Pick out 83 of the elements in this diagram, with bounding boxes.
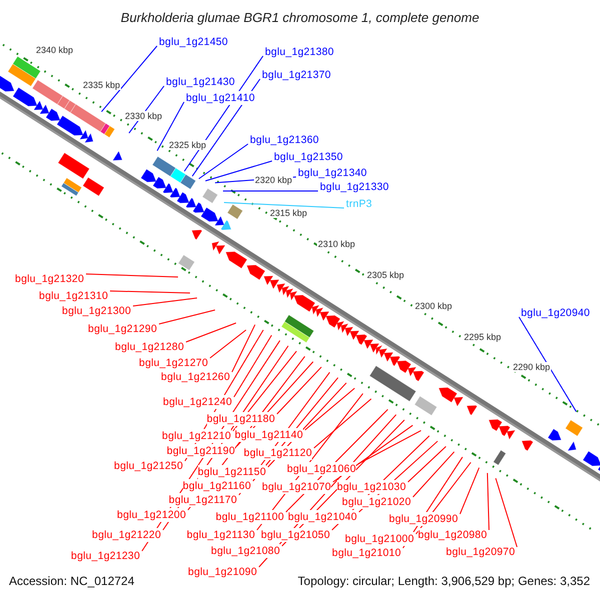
gene-label: bglu_1g21200 <box>117 508 186 522</box>
leader-line <box>232 324 256 372</box>
genome-info-text: Topology: circular; Length: 3,906,529 bp; Genes: 3,352 <box>298 573 590 589</box>
position-label: 2295 kbp <box>463 332 502 342</box>
gene-label: bglu_1g21030 <box>337 480 406 494</box>
leader-line <box>518 316 577 412</box>
leader-line <box>210 330 246 358</box>
position-label: 2290 kbp <box>512 362 552 372</box>
leader-line <box>304 388 356 430</box>
gene-label: bglu_1g21180 <box>206 412 275 426</box>
gene-label: bglu_1g21330 <box>320 180 389 194</box>
leader-line <box>276 366 322 414</box>
leader-line <box>101 46 158 112</box>
gene-label: bglu_1g21220 <box>92 528 161 542</box>
position-label: 2340 kbp <box>35 45 74 55</box>
gene-label: bglu_1g21020 <box>342 495 411 509</box>
gene-label: bglu_1g21280 <box>115 340 184 354</box>
gene-label: bglu_1g21350 <box>274 150 343 164</box>
position-label: 2315 kbp <box>269 208 308 218</box>
gene-label: bglu_1g21370 <box>262 68 331 82</box>
gene-label: bglu_1g21320 <box>15 272 84 286</box>
leader-line <box>408 446 446 482</box>
gene-label: bglu_1g21130 <box>186 528 255 542</box>
position-label: 2325 kbp <box>168 140 208 150</box>
gene-label: bglu_1g21080 <box>211 544 280 558</box>
leader-line <box>156 102 184 152</box>
gene-label: bglu_1g21360 <box>250 133 319 147</box>
gene-label: bglu_1g21410 <box>186 91 255 105</box>
gene-label: bglu_1g21270 <box>139 356 208 370</box>
leader-line <box>132 298 198 306</box>
gene-label: bglu_1g21010 <box>332 546 401 560</box>
gene-label: bglu_1g20970 <box>446 545 515 559</box>
gene-label: bglu_1g21430 <box>166 75 235 89</box>
position-label: 2300 kbp <box>414 301 454 311</box>
gene-label: bglu_1g21150 <box>198 465 266 479</box>
leader-line <box>204 160 272 182</box>
gene-label: bglu_1g21090 <box>188 565 257 579</box>
position-label: 2305 kbp <box>366 270 406 280</box>
gene-label: bglu_1g21260 <box>161 370 230 384</box>
title: Burkholderia glumae BGR1 chromosome 1, complete genome <box>120 9 480 27</box>
leader-line <box>495 478 518 548</box>
gene-label: bglu_1g21160 <box>182 479 251 493</box>
position-label: 2320 kbp <box>254 175 294 185</box>
gene-label: bglu_1g21340 <box>298 166 367 180</box>
gene-label: bglu_1g21000 <box>345 532 414 546</box>
gene-label: bglu_1g21450 <box>159 35 228 49</box>
leader-line <box>314 398 372 448</box>
leader-line <box>412 451 455 498</box>
accession-text: Accession: NC_012724 <box>9 573 134 589</box>
leader-line <box>186 322 236 342</box>
gene-label: bglu_1g21070 <box>262 480 331 494</box>
gene-label: bglu_1g20990 <box>389 512 458 526</box>
position-label: 2330 kbp <box>124 111 164 121</box>
gene-label: bglu_1g21140 <box>234 428 303 442</box>
gene-label: bglu_1g21230 <box>71 549 140 563</box>
gene-label: bglu_1g21060 <box>287 462 356 476</box>
position-label: 2310 kbp <box>317 239 356 249</box>
leader-line <box>234 334 272 398</box>
leader-line <box>86 274 178 278</box>
position-label: 2335 kbp <box>82 80 122 90</box>
gene-label: bglu_1g21300 <box>62 304 131 318</box>
leader-line <box>110 290 190 294</box>
gene-label: bglu_1g21240 <box>163 395 232 409</box>
gene-label: bglu_1g21210 <box>162 429 231 443</box>
gene-label: bglu_1g21050 <box>261 528 330 542</box>
gene-label: bglu_1g21310 <box>39 289 108 303</box>
gene-label: bglu_1g21120 <box>244 446 312 460</box>
leader-line <box>486 472 490 530</box>
gene-label: bglu_1g21170 <box>168 493 237 507</box>
gene-label: bglu_1g21380 <box>265 45 334 59</box>
gene-label: bglu_1g21100 <box>216 510 284 524</box>
gene-label: bglu_1g21250 <box>114 459 183 473</box>
gene-label: bglu_1g21040 <box>288 510 357 524</box>
leader-line <box>198 144 248 180</box>
leader-line <box>158 310 216 324</box>
leader-line <box>222 190 318 192</box>
leader-line <box>224 202 344 208</box>
gene-label: bglu_1g21190 <box>166 444 235 458</box>
gene-label: bglu_1g21290 <box>88 322 157 336</box>
leader-line <box>358 430 422 464</box>
gene-label: bglu_1g20940 <box>521 306 590 320</box>
leader-line <box>460 467 480 514</box>
gene-label: bglu_1g20980 <box>418 528 487 542</box>
